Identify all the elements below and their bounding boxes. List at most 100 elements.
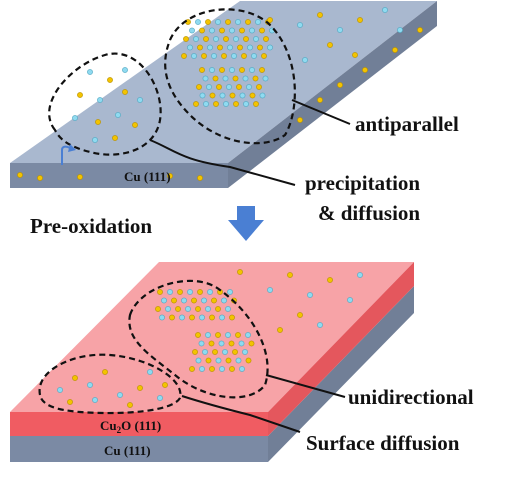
gold-atom xyxy=(256,84,262,90)
cyan-atom xyxy=(87,382,93,388)
cyan-atom xyxy=(115,112,121,118)
cyan-atom xyxy=(199,92,206,99)
gold-atom xyxy=(219,27,225,34)
cyan-atom xyxy=(179,314,185,321)
label-unidirectional: unidirectional xyxy=(348,385,474,409)
gold-atom xyxy=(417,27,423,33)
gold-atom xyxy=(248,340,255,347)
cyan-atom xyxy=(202,349,208,355)
gold-atom xyxy=(196,84,202,90)
gold-atom xyxy=(157,289,163,295)
cyan-atom xyxy=(117,392,123,398)
gold-atom xyxy=(175,306,181,312)
gold-atom xyxy=(249,92,256,99)
cyan-atom xyxy=(209,67,215,73)
gold-atom xyxy=(263,36,269,42)
gold-atom xyxy=(229,314,235,321)
gold-atom xyxy=(205,357,212,364)
gold-atom xyxy=(253,101,259,107)
cyan-atom xyxy=(249,67,255,73)
gold-atom xyxy=(229,92,236,99)
cyan-atom xyxy=(57,387,63,393)
cyan-atom xyxy=(245,332,251,338)
gold-atom xyxy=(127,402,133,408)
gold-atom xyxy=(221,53,227,59)
cyan-atom xyxy=(235,357,242,364)
cyan-atom xyxy=(92,137,98,143)
cyan-atom xyxy=(206,84,212,90)
gold-atom xyxy=(243,36,249,42)
bottom-nucleation-region-left xyxy=(38,353,182,415)
cu-substrate-front xyxy=(10,436,268,462)
cyan-atom xyxy=(259,92,266,99)
cyan-atom xyxy=(239,366,245,372)
gold-atom xyxy=(199,67,205,73)
gold-atom xyxy=(162,382,168,388)
cyan-atom xyxy=(382,7,388,13)
gold-atom xyxy=(192,349,198,355)
cyan-atom xyxy=(223,101,229,107)
gold-atom xyxy=(239,67,245,73)
gold-atom xyxy=(199,27,205,34)
cyan-atom xyxy=(218,340,225,347)
leader-unidirectional xyxy=(265,374,346,398)
cyan-atom xyxy=(251,53,257,59)
cyan-atom xyxy=(165,306,171,312)
gold-atom xyxy=(327,42,333,48)
cyan-atom xyxy=(211,53,217,59)
cyan-atom xyxy=(205,306,211,312)
cyan-atom xyxy=(221,297,227,304)
gold-atom xyxy=(197,175,203,181)
gold-atom xyxy=(287,272,293,278)
gold-atom xyxy=(261,53,267,59)
gold-atom xyxy=(232,349,238,355)
gold-atom xyxy=(122,89,128,95)
gold-atom xyxy=(362,67,368,73)
cyan-atom xyxy=(246,84,252,90)
bottom-domain-region-unidirectional xyxy=(128,279,269,399)
cyan-atom xyxy=(225,306,231,312)
cyan-atom xyxy=(227,44,233,51)
cyan-atom xyxy=(255,19,261,25)
gold-atom xyxy=(225,19,231,25)
gold-atom xyxy=(252,75,259,82)
gold-atom xyxy=(112,135,118,141)
gold-atom xyxy=(72,375,78,381)
cyan-atom xyxy=(219,314,225,321)
gold-atom xyxy=(102,369,108,375)
cu-substrate-right xyxy=(268,286,414,462)
cyan-atom xyxy=(302,57,308,63)
cyan-atom xyxy=(226,84,232,90)
gold-atom xyxy=(211,297,217,304)
cyan-atom xyxy=(215,19,221,25)
leader-precipitation xyxy=(149,139,296,186)
gold-atom xyxy=(195,332,201,338)
label-diffusion: & diffusion xyxy=(318,201,420,225)
cyan-atom xyxy=(219,366,225,372)
gold-atom xyxy=(37,175,43,181)
cyan-atom xyxy=(187,289,193,295)
gold-atom xyxy=(217,44,223,51)
cyan-atom xyxy=(242,75,249,82)
cyan-atom xyxy=(253,36,259,42)
gold-atom xyxy=(257,44,263,51)
gold-atom xyxy=(277,327,283,333)
gold-atom xyxy=(317,12,323,18)
cyan-atom xyxy=(307,292,313,298)
gold-atom xyxy=(352,52,358,58)
cyan-atom xyxy=(267,287,273,293)
leader-surface-diffusion xyxy=(181,395,301,433)
gold-atom xyxy=(317,97,323,103)
cyan-atom xyxy=(337,27,343,33)
gold-atom xyxy=(183,36,189,42)
top-domain-region-antiparallel xyxy=(164,8,296,145)
gold-atom xyxy=(228,340,235,347)
gold-atom xyxy=(181,53,187,59)
bottom-slabs xyxy=(10,262,414,462)
gold-atom xyxy=(189,314,195,321)
label-surface-diffusion: Surface diffusion xyxy=(306,431,460,455)
cyan-atom xyxy=(207,44,213,51)
cyan-atom xyxy=(203,101,209,107)
gold-atom xyxy=(267,17,273,23)
cyan-atom xyxy=(242,349,248,355)
